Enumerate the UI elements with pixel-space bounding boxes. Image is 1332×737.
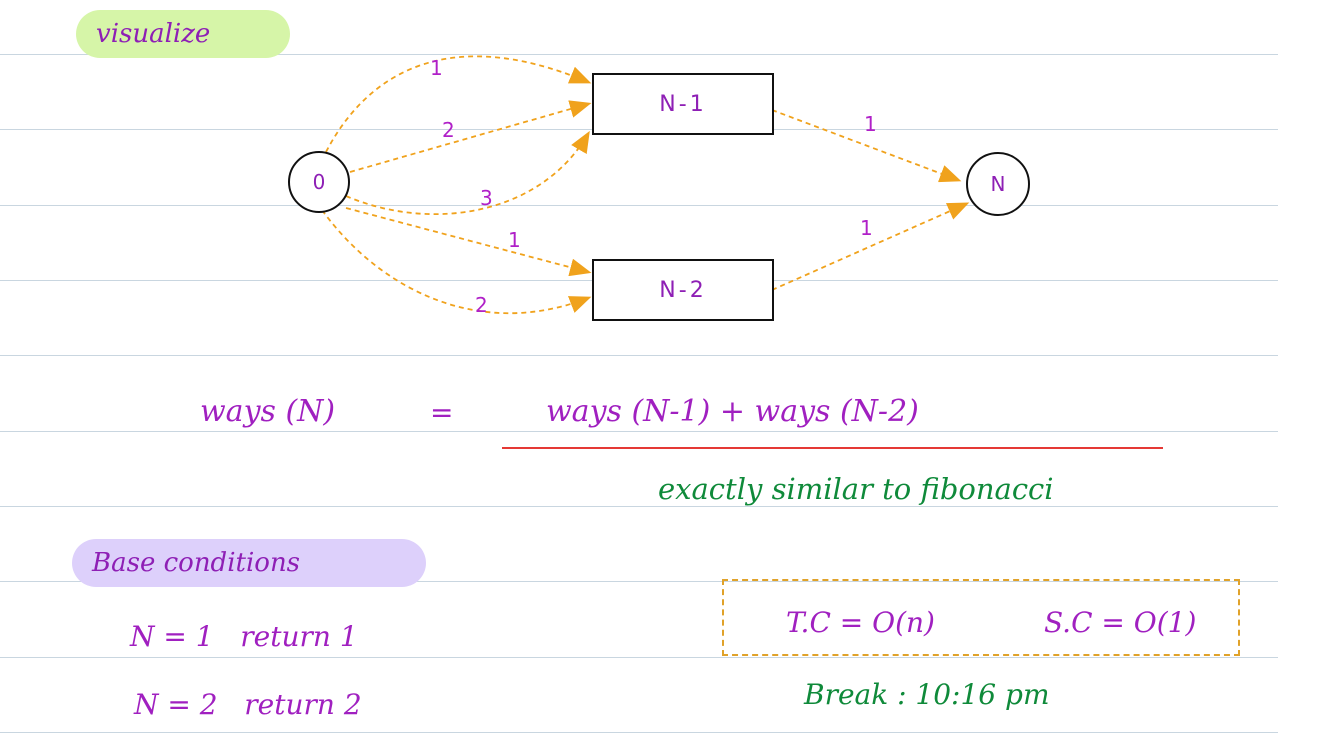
- edge-label: 1: [864, 112, 877, 136]
- break-note: Break : 10:16 pm: [804, 678, 1050, 711]
- ruled-line: [0, 581, 1278, 582]
- edge-n1-to-end: [771, 109, 962, 183]
- edge-start-to-n1-1: [321, 55, 592, 161]
- space-complexity: S.C = O(1): [1044, 606, 1197, 639]
- end-node: N: [966, 152, 1030, 216]
- ruled-line: [0, 506, 1278, 507]
- edge-start-to-n1-3: [345, 130, 590, 216]
- edge-label: 1: [508, 228, 521, 252]
- base-case-1: N = 1 return 1: [130, 620, 358, 653]
- complexity-box: [722, 579, 1240, 656]
- fibonacci-note: exactly similar to fibonacci: [658, 472, 1054, 506]
- ruled-line: [0, 732, 1278, 733]
- formula-lhs: ways (N): [200, 394, 336, 429]
- ruled-line: [0, 54, 1278, 55]
- visualize-heading: visualize: [76, 10, 290, 58]
- edge-label: 2: [442, 118, 455, 142]
- ruled-line: [0, 205, 1278, 206]
- start-node: 0: [288, 151, 350, 213]
- edge-start-to-n2-1: [345, 207, 592, 277]
- ruled-line: [0, 355, 1278, 356]
- ruled-line: [0, 431, 1278, 432]
- edge-start-to-n1-2: [349, 100, 592, 173]
- formula-rhs: ways (N-1) + ways (N-2): [546, 394, 919, 429]
- edge-label: 2: [475, 293, 488, 317]
- edge-label: 3: [480, 186, 493, 210]
- base-case-2: N = 2 return 2: [134, 688, 362, 721]
- edge-label: 1: [860, 216, 873, 240]
- n-minus-1-node: N-1: [592, 73, 774, 135]
- edge-label: 1: [430, 56, 443, 80]
- n-minus-2-node: N-2: [592, 259, 774, 321]
- ruled-line: [0, 657, 1278, 658]
- time-complexity: T.C = O(n): [786, 606, 935, 639]
- base-conditions-heading: Base conditions: [72, 539, 426, 587]
- formula-equals: =: [430, 396, 454, 429]
- edge-start-to-n2-2: [321, 209, 592, 315]
